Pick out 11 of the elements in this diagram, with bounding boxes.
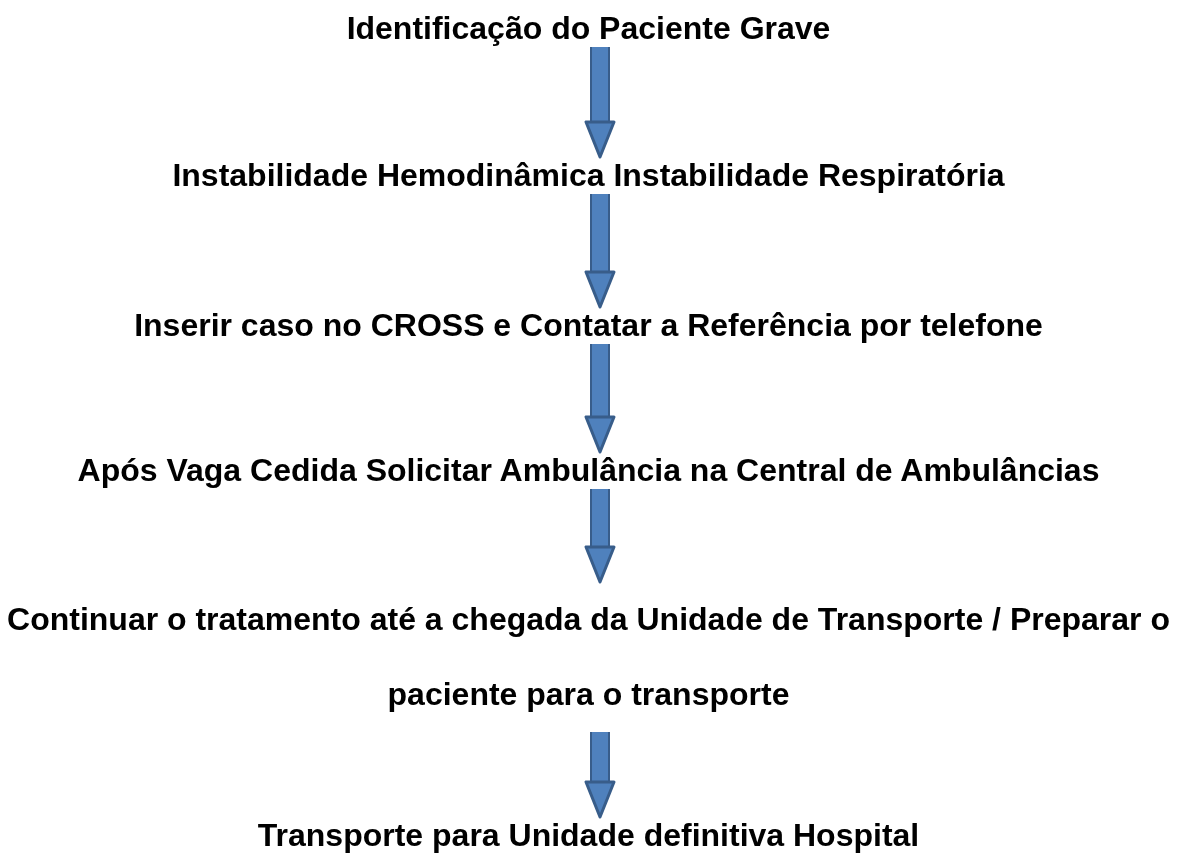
block-arrow [584, 732, 616, 819]
block-arrow [584, 194, 616, 309]
step-text: Após Vaga Cedida Solicitar Ambulância na Central de Ambulâncias [77, 452, 1100, 489]
step-text: Continuar o tratamento até a chegada da Unidade de Transporte / Preparar o paciente para o transporte [2, 582, 1175, 732]
step-text: Identificação do Paciente Grave [346, 10, 831, 47]
block-arrow [584, 344, 616, 454]
block-arrow [584, 47, 616, 159]
step-text: Transporte para Unidade definitiva Hospital [257, 817, 920, 854]
block-arrow [584, 489, 616, 584]
step-text: Inserir caso no CROSS e Contatar a Referência por telefone [134, 307, 1043, 344]
step-text: Instabilidade Hemodinâmica Instabilidade Respiratória [172, 157, 1005, 194]
